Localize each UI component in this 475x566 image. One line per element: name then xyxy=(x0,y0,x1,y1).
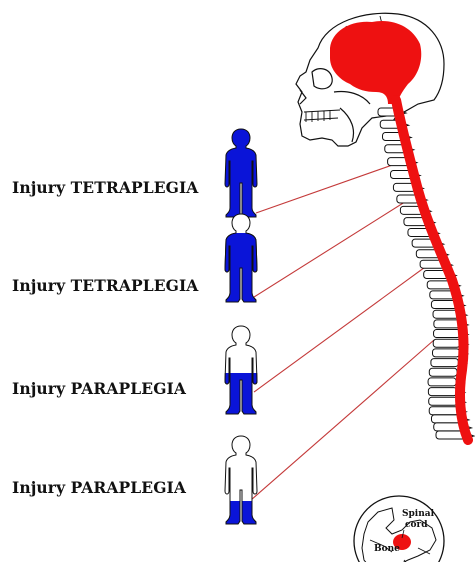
spinal-cord-label-1: Spinal xyxy=(402,509,435,519)
vertebra xyxy=(428,378,456,386)
injury-label-tetraplegia-1: Injury TETRAPLEGIA xyxy=(12,178,198,197)
vertebra xyxy=(433,310,459,318)
vertebra xyxy=(428,388,456,396)
vertebra xyxy=(429,397,458,405)
connector-line xyxy=(251,340,434,500)
figure-paraplegia-2 xyxy=(225,436,257,524)
vertebra xyxy=(433,339,460,347)
vertebra xyxy=(429,407,458,415)
figure-paraplegia-1 xyxy=(225,326,257,414)
vertebra xyxy=(429,368,457,376)
spinal-cord-label-2: cord xyxy=(405,520,428,530)
injury-label-paraplegia-2: Injury PARAPLEGIA xyxy=(12,478,186,497)
cross-section-inset: Spinal cord Bone xyxy=(354,496,444,562)
figure-tetraplegia-1 xyxy=(225,129,257,217)
injury-label-tetraplegia-2: Injury TETRAPLEGIA xyxy=(12,276,198,295)
connector-line xyxy=(254,262,432,392)
vertebra xyxy=(433,349,460,357)
figure-tetraplegia-2 xyxy=(225,214,257,302)
injury-label-paraplegia-1: Injury PARAPLEGIA xyxy=(12,379,186,398)
connector-line xyxy=(254,200,408,297)
vertebra xyxy=(434,320,460,328)
bone-label: Bone xyxy=(374,544,400,554)
connector-line xyxy=(256,163,398,213)
vertebra xyxy=(431,359,458,367)
vertebra xyxy=(434,330,460,338)
